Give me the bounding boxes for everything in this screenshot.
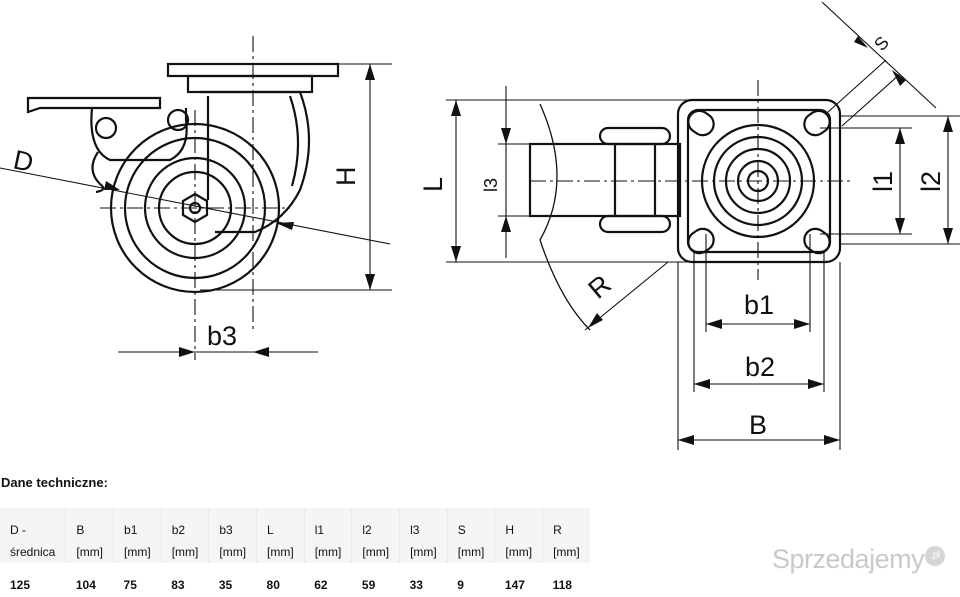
cell-l2: 59 — [361, 578, 376, 592]
cell-l3: 33 — [409, 578, 423, 592]
header-b2: b2[mm] — [160, 508, 209, 563]
table-header-row: D -średnica B[mm] b1[mm] b2[mm] b3[mm] L… — [0, 508, 590, 563]
cell-b: 104 — [75, 578, 96, 592]
header-r: R[mm] — [542, 508, 590, 563]
header-b3: b3[mm] — [208, 508, 257, 563]
header-h: H[mm] — [494, 508, 543, 563]
cell-d: 125 — [10, 578, 31, 592]
side-view: D H b3 — [0, 36, 392, 360]
header-s: S[mm] — [446, 508, 495, 563]
label-b2: b2 — [745, 352, 775, 382]
header-l1: l1[mm] — [303, 508, 352, 563]
label-S: S — [870, 32, 893, 54]
header-l: L[mm] — [256, 508, 305, 563]
label-H: H — [331, 167, 361, 187]
label-l1: l1 — [868, 171, 898, 192]
label-L: L — [418, 177, 448, 192]
label-b1: b1 — [744, 290, 774, 320]
watermark-text: Sprzedajemy — [772, 544, 925, 574]
label-l2: l2 — [916, 171, 946, 192]
cell-l1: 62 — [314, 578, 328, 592]
section-title: Dane techniczne: — [1, 475, 108, 490]
cell-b2: 83 — [171, 578, 185, 592]
cell-b3: 35 — [218, 578, 233, 592]
label-R: R — [583, 269, 617, 305]
technical-drawing: D H b3 — [0, 1, 960, 450]
header-b1: b1[mm] — [113, 508, 162, 563]
header-l2: l2[mm] — [351, 508, 400, 563]
watermark: Sprzedajemy.pl — [772, 544, 946, 575]
label-B: B — [749, 410, 767, 440]
cell-s: 9 — [457, 578, 464, 592]
cell-b1: 75 — [123, 578, 137, 592]
cell-r: 118 — [552, 578, 572, 592]
top-view: R L l3 S l1 l2 — [418, 1, 960, 450]
cell-l: 80 — [266, 578, 280, 592]
watermark-badge: .pl — [925, 546, 946, 566]
label-D: D — [11, 145, 36, 178]
label-l3: l3 — [481, 178, 501, 192]
spec-table: D -średnica B[mm] b1[mm] b2[mm] b3[mm] L… — [0, 508, 590, 597]
table-row: 125 104 75 83 35 80 62 59 33 9 147 118 — [0, 563, 590, 597]
header-d: D -średnica — [0, 508, 66, 563]
label-b3: b3 — [207, 321, 237, 351]
cell-h: 147 — [504, 578, 525, 592]
header-l3: l3[mm] — [399, 508, 448, 563]
header-b: B[mm] — [65, 508, 114, 563]
